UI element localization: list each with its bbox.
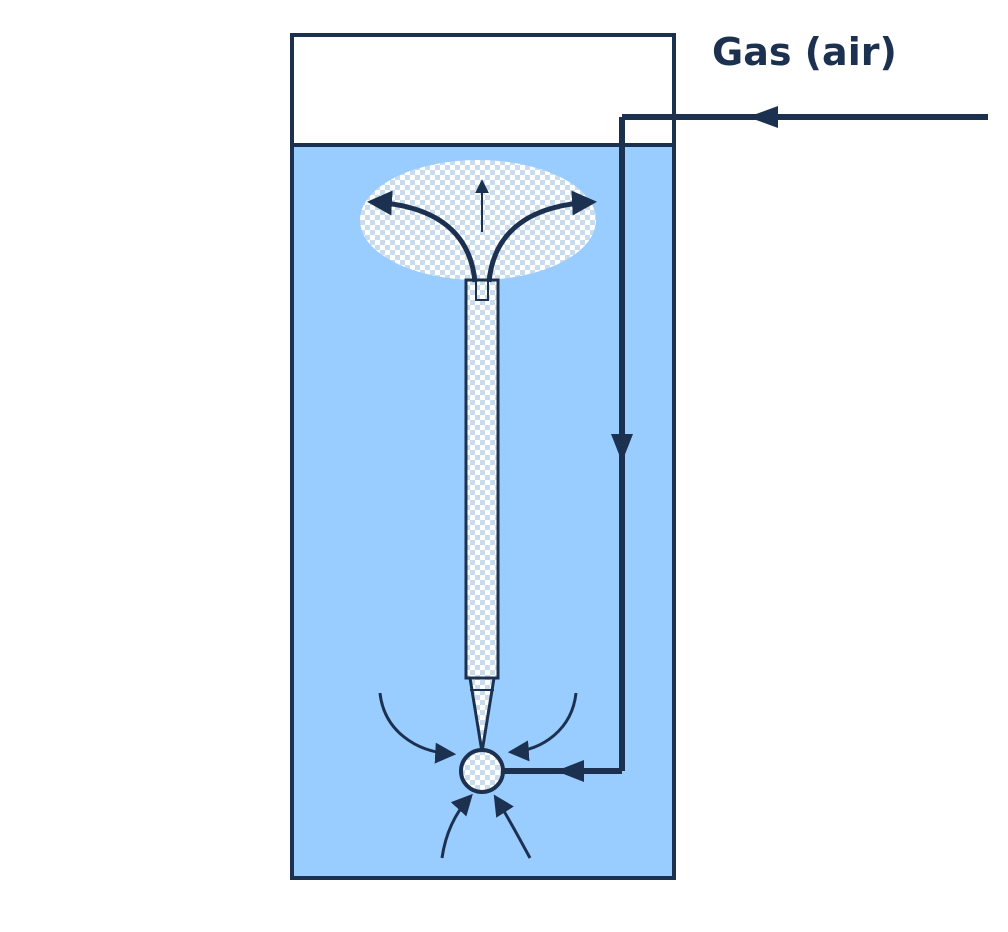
entrainment-arrow-lower-right	[493, 794, 532, 859]
gas-sparger	[459, 748, 505, 794]
gas-inlet-label: Gas (air)	[712, 30, 897, 74]
flow-arrow-left-curve	[367, 190, 478, 283]
flow-arrow-right-curve	[486, 190, 597, 283]
entrainment-arrow-upper-left	[378, 692, 457, 764]
riser-outlet-notch	[475, 280, 489, 301]
riser-tube	[464, 278, 500, 680]
vessel-headspace	[290, 33, 676, 147]
gas-down-arrow	[611, 434, 633, 462]
entrainment-arrow-lower-left	[440, 793, 473, 859]
riser-nozzle-cone	[468, 676, 496, 753]
gas-feed-arrow	[556, 760, 584, 782]
entrainment-arrow-upper-right	[507, 692, 578, 762]
bubble-cloud	[360, 160, 596, 280]
gas-inlet-arrow	[748, 106, 778, 128]
